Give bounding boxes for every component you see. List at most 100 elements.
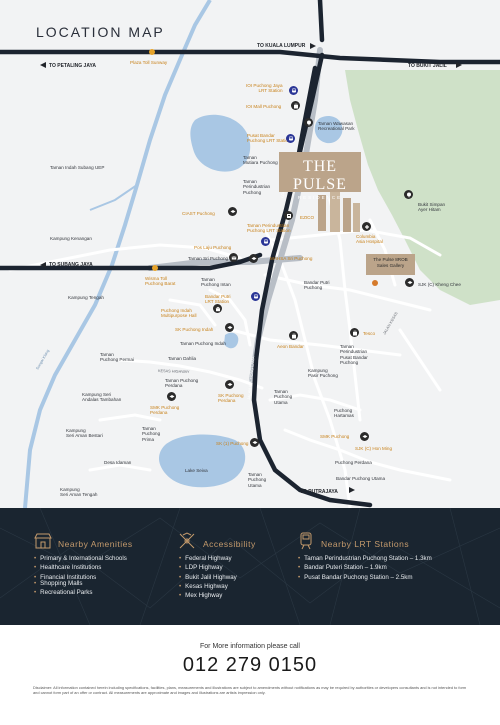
accessibility-icon [178, 532, 196, 550]
sales-gallery-label: The Pulse 8ROB Sales Gallery [366, 254, 415, 275]
school-icon [225, 380, 234, 389]
map-title: LOCATION MAP [36, 24, 165, 40]
hospital-icon [362, 222, 371, 231]
place-label: Taman Sri Puchong [188, 256, 229, 261]
place-label: CIAST Puchong [182, 211, 215, 216]
building-icon [284, 211, 293, 220]
arrow-left-icon [40, 262, 46, 268]
place-label: Kampung Kenangan [50, 236, 92, 241]
place-label: SMK Puchong [320, 434, 350, 439]
direction-label: TO SUBANG JAYA [49, 262, 93, 268]
place-label: SJK (C) Kheng Chee [418, 282, 461, 287]
toll-marker [149, 49, 155, 55]
legend-panel: Nearby Amenities Primary & International… [0, 508, 500, 625]
amenity-item: Recreational Parks [34, 588, 127, 597]
arrow-right-icon [456, 62, 462, 68]
sales-gallery-marker [372, 280, 378, 286]
accessibility-item: LDP Highway [179, 563, 237, 572]
place-label: Kampung Tengah [68, 295, 104, 300]
river [89, 184, 138, 211]
school-icon [249, 254, 258, 263]
accessibility-title: Accessibility [203, 539, 256, 549]
school-icon [405, 278, 414, 287]
train-icon [261, 237, 270, 246]
lrt-title: Nearby LRT Stations [321, 539, 410, 549]
place-label: Desa Idaman [104, 460, 132, 465]
phone-number[interactable]: 012 279 0150 [182, 654, 318, 676]
mail-icon [229, 253, 238, 262]
sales-gallery-line: The Pulse 8ROB [373, 257, 408, 262]
lrt-item: Taman Perindustrian Puchong Station – 1.… [298, 554, 432, 563]
place-label: Plaza Toll Sunway [130, 60, 168, 65]
river-label: Sungai Klang [35, 349, 50, 371]
lake [224, 332, 239, 349]
amenity-item: Financial Institutions [34, 573, 127, 582]
school-icon [228, 207, 237, 216]
local-roads [8, 198, 452, 508]
direction-label: TO BUKIT JALIL [408, 63, 447, 69]
project-subtitle: RESIDENCE [297, 195, 343, 200]
hall-icon [213, 304, 222, 313]
shopping-icon [291, 101, 300, 110]
location-map: LDP HIGHWAY JALAN PUCHONG LAMA KESAS HIG… [0, 0, 500, 508]
project-logo: THE PULSE RESIDENCE [279, 152, 361, 200]
river [23, 0, 212, 508]
place-label: SJK (C) Hon Ming [355, 446, 393, 451]
shopping-icon [289, 331, 298, 340]
sales-gallery-line: Sales Gallery [376, 263, 405, 268]
amenities-list: Primary & International Schools Healthca… [34, 554, 127, 597]
school-icon [225, 323, 234, 332]
train-icon [251, 292, 260, 301]
amenities-title: Nearby Amenities [58, 539, 133, 549]
direction-label: TO PUTRAJAYA [300, 489, 338, 495]
lrt-icon [297, 532, 315, 550]
place-label: MAHSA Sri Puchong [270, 256, 313, 261]
place-label: IOI Mall Puchong [246, 104, 282, 109]
train-icon [286, 134, 295, 143]
place-label: Taman Puchong Indah [180, 341, 226, 346]
lrt-item: Pusat Bandar Puchong Station – 2.5km [298, 573, 432, 582]
place-label: Bandar Puchong Utama [336, 476, 386, 481]
highway-label: JALAN KESAS [382, 311, 398, 336]
building-illustration [318, 190, 360, 232]
lrt-item: Bandar Puteri Station – 1.9km [298, 563, 432, 572]
accessibility-item: Federal Highway [179, 554, 237, 563]
project-name: THE PULSE [293, 158, 347, 193]
lrt-list: Taman Perindustrian Puchong Station – 1.… [298, 554, 432, 582]
place-label: Tesco [363, 331, 375, 336]
arrow-right-icon [349, 487, 355, 493]
arrow-left-icon [40, 62, 46, 68]
lake [158, 434, 246, 488]
place-label: Puchong Perdana [335, 460, 372, 465]
lake [314, 115, 343, 144]
school-icon [167, 392, 176, 401]
highway-label: KESAS HIGHWAY [158, 369, 190, 374]
park-area [345, 70, 500, 305]
amenity-item: Shopping Malls [34, 579, 127, 588]
place-label: Pos Laju Puchong [194, 245, 232, 250]
